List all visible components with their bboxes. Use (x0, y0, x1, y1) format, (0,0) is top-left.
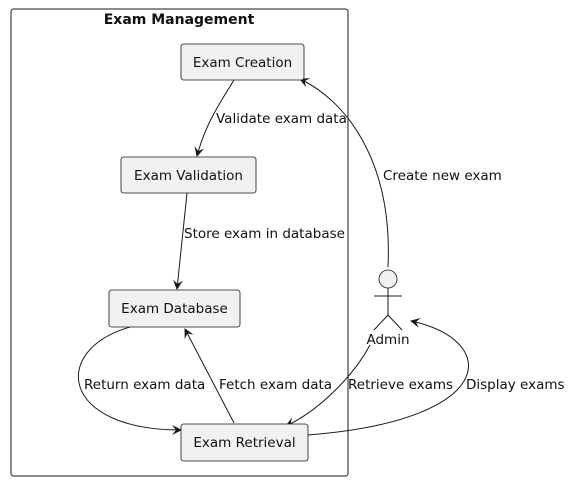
actor-left-leg (373, 314, 389, 331)
actor-right-leg (387, 314, 403, 331)
edge-retrieve (285, 344, 371, 427)
node-exam-retrieval: Exam Retrieval (180, 423, 309, 462)
node-label: Exam Database (121, 301, 228, 317)
node-label: Exam Creation (193, 55, 292, 71)
edge-label-validate: Validate exam data (216, 111, 347, 127)
node-label: Exam Validation (134, 168, 243, 184)
actor-head (378, 269, 398, 289)
edge-label-store: Store exam in database (184, 226, 345, 242)
edge-label-display: Display exams (466, 377, 565, 393)
edge-validate (194, 79, 235, 157)
edge-fetch (184, 328, 235, 424)
edge-label-retrieve: Retrieve exams (348, 377, 453, 393)
edge-store (172, 192, 188, 290)
package-exam-management: Exam Management (10, 8, 349, 477)
edge-labels: Validate exam data Store exam in databas… (84, 111, 565, 393)
package-title: Exam Management (104, 12, 255, 28)
edge-label-create: Create new exam (383, 168, 502, 184)
actor-admin: Admin (366, 269, 410, 348)
package-frame (10, 8, 349, 477)
node-exam-database: Exam Database (108, 289, 241, 328)
node-label: Exam Retrieval (193, 435, 295, 451)
edge-label-fetch: Fetch exam data (219, 377, 332, 393)
node-exam-creation: Exam Creation (180, 43, 305, 81)
edge-label-return: Return exam data (84, 377, 205, 393)
actor-label: Admin (366, 332, 409, 348)
edge-display (307, 317, 469, 436)
edge-return (77, 326, 182, 435)
node-exam-validation: Exam Validation (120, 156, 257, 194)
edge-create (299, 78, 389, 268)
edges (77, 78, 469, 436)
